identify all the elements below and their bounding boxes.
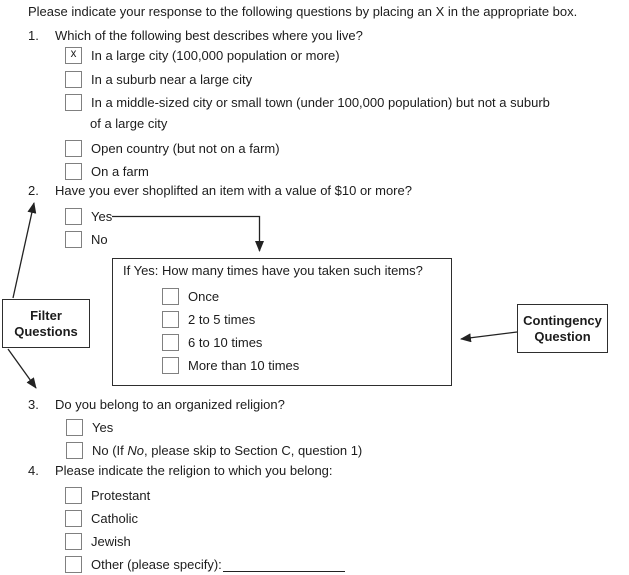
option-label: Catholic [91, 510, 138, 526]
question-1-text: Which of the following best describes wh… [55, 28, 363, 43]
checkbox-q3-yes[interactable] [66, 418, 83, 436]
option-row: Yes [66, 418, 113, 436]
yes-connector-line [112, 215, 264, 252]
option-row: 2 to 5 times [162, 310, 255, 328]
option-row: No (If No, please skip to Section C, que… [66, 441, 362, 459]
option-row: Open country (but not on a farm) [65, 139, 280, 157]
filter-arrow-up [12, 202, 37, 299]
option-row: Once [162, 287, 219, 305]
option-row: 6 to 10 times [162, 333, 262, 351]
question-4-number: 4. [28, 463, 39, 478]
filter-questions-label-line1: Filter [30, 307, 62, 323]
checkbox-large-city[interactable]: x [65, 46, 82, 64]
question-2-text: Have you ever shoplifted an item with a … [55, 183, 412, 198]
contingency-question-label-line2: Question [534, 328, 591, 344]
option-row: Protestant [65, 486, 150, 504]
option-label: Yes [91, 208, 113, 224]
option-label: In a suburb near a large city [91, 71, 253, 87]
checkbox-open-country[interactable] [65, 139, 82, 157]
checkbox-protestant[interactable] [65, 486, 82, 504]
option-label: On a farm [91, 163, 149, 179]
checkbox-catholic[interactable] [65, 509, 82, 527]
option-label: More than 10 times [188, 357, 300, 373]
question-3-text: Do you belong to an organized religion? [55, 397, 285, 412]
other-specify-blank[interactable] [222, 557, 345, 572]
question-4-text: Please indicate the religion to which yo… [55, 463, 333, 478]
checkbox-other[interactable] [65, 555, 82, 573]
option-label: Open country (but not on a farm) [91, 140, 280, 156]
checkbox-once[interactable] [162, 287, 179, 305]
option-row: Other (please specify): [65, 555, 345, 573]
option-row: More than 10 times [162, 356, 299, 374]
option-row: In a middle-sized city or small town (un… [65, 93, 550, 111]
checkbox-q2-yes[interactable] [65, 207, 82, 225]
option-label-continuation: of a large city [90, 116, 168, 131]
checkbox-suburb[interactable] [65, 70, 82, 88]
checkbox-jewish[interactable] [65, 532, 82, 550]
question-4-header: 4. Please indicate the religion to which… [28, 463, 333, 478]
filter-questions-label-line2: Questions [14, 323, 78, 339]
option-label: 2 to 5 times [188, 311, 256, 327]
filter-questions-label-box: Filter Questions [2, 299, 90, 348]
instruction-text: Please indicate your response to the fol… [28, 4, 578, 19]
option-label: In a large city (100,000 population or m… [91, 47, 340, 63]
question-3-number: 3. [28, 397, 39, 412]
option-label: Once [188, 288, 220, 304]
filter-arrow-down [7, 348, 37, 389]
option-label: Jewish [91, 533, 131, 549]
option-row: No [65, 230, 108, 248]
checkbox-q2-no[interactable] [65, 230, 82, 248]
checkbox-q3-no[interactable] [66, 441, 83, 459]
contingency-question-label-box: Contingency Question [517, 304, 608, 353]
option-row: Jewish [65, 532, 131, 550]
option-row: Yes [65, 207, 112, 225]
option-label: In a middle-sized city or small town (un… [91, 94, 550, 110]
question-3-header: 3. Do you belong to an organized religio… [28, 397, 285, 412]
option-label: Protestant [91, 487, 151, 503]
checkbox-on-a-farm[interactable] [65, 162, 82, 180]
contingency-question-label-line1: Contingency [523, 312, 602, 328]
option-label: Other (please specify): [91, 556, 222, 572]
option-label: Yes [92, 419, 114, 435]
option-row: In a suburb near a large city [65, 70, 252, 88]
option-label: 6 to 10 times [188, 334, 263, 350]
contingency-prompt: If Yes: How many times have you taken su… [123, 263, 423, 278]
option-row: x In a large city (100,000 population or… [65, 46, 340, 64]
contingency-arrow [460, 331, 518, 343]
option-row: On a farm [65, 162, 149, 180]
option-label: No [91, 231, 108, 247]
checkbox-more-than-10-times[interactable] [162, 356, 179, 374]
option-label: No (If No, please skip to Section C, que… [92, 442, 363, 458]
checkbox-2-to-5-times[interactable] [162, 310, 179, 328]
question-1-header: 1. Which of the following best describes… [28, 28, 363, 43]
question-1-number: 1. [28, 28, 39, 43]
checkbox-6-to-10-times[interactable] [162, 333, 179, 351]
option-row: Catholic [65, 509, 138, 527]
question-2-number: 2. [28, 183, 39, 198]
question-2-header: 2. Have you ever shoplifted an item with… [28, 183, 412, 198]
checkbox-middle-sized-city[interactable] [65, 93, 82, 111]
